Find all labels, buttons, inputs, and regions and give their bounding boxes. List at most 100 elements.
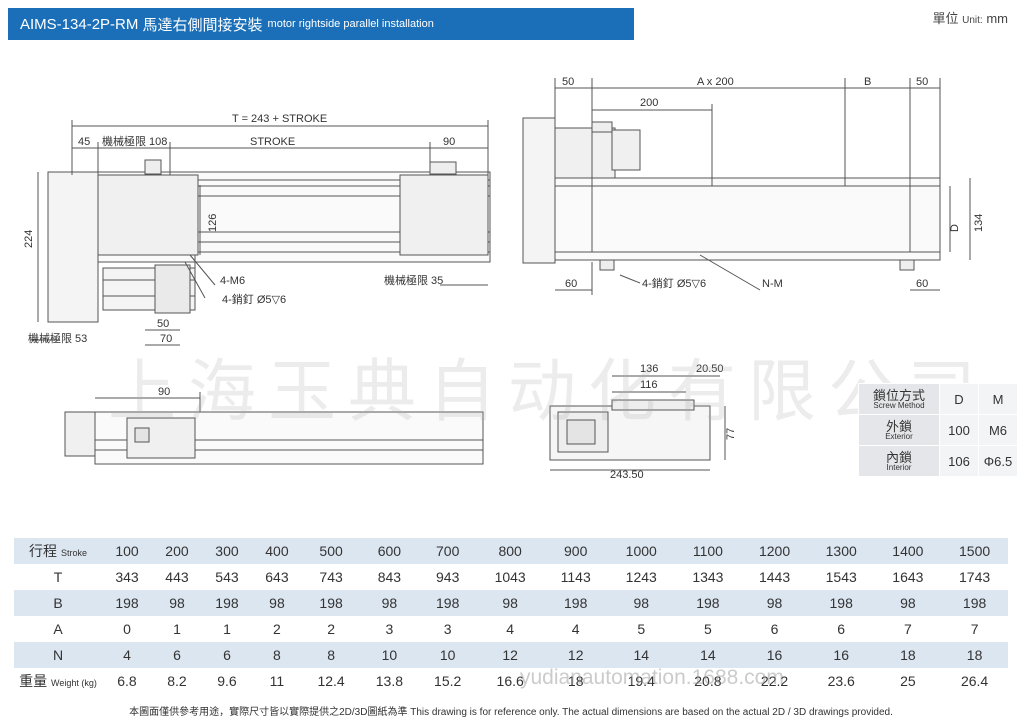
spec-cell: 198 — [102, 590, 152, 616]
spec-cell: 1043 — [476, 564, 544, 590]
spec-cell: 16 — [741, 642, 808, 668]
spec-cell: 700 — [418, 538, 477, 564]
spec-cell: 1743 — [941, 564, 1008, 590]
spec-cell: 18 — [543, 668, 608, 694]
spec-cell: 1000 — [607, 538, 675, 564]
spec-cell: 13.8 — [360, 668, 419, 694]
spec-cell: 198 — [301, 590, 361, 616]
side-view — [30, 120, 491, 346]
spec-cell: 198 — [941, 590, 1008, 616]
screw-row-interior: 內鎖 Interior — [858, 445, 940, 477]
dim-60-top-right: 60 — [916, 278, 928, 290]
spec-cell: 2 — [301, 616, 361, 642]
spec-cell: 1400 — [874, 538, 942, 564]
screw-row-en: Exterior — [885, 431, 913, 441]
spec-cell: 1 — [201, 616, 252, 642]
screw-cell-m: M6 — [978, 414, 1018, 446]
screw-row-exterior: 外鎖 Exterior — [858, 414, 940, 446]
spec-cell: 198 — [543, 590, 608, 616]
spec-cell: 18 — [941, 642, 1008, 668]
end-view — [549, 375, 726, 471]
screw-row-cn: 外鎖 — [885, 418, 912, 434]
spec-cell: 98 — [607, 590, 675, 616]
spec-row-label: T — [14, 564, 102, 590]
spec-cell: 8 — [251, 642, 302, 668]
spec-label-cn: B — [53, 595, 63, 611]
dim-50-top-left: 50 — [562, 76, 574, 88]
technical-drawing: T = 243 + STROKE STROKE 45 機械極限 108 90 2… — [23, 76, 985, 481]
spec-cell: 1343 — [674, 564, 742, 590]
spec-cell: 3 — [418, 616, 477, 642]
bottom-view — [64, 392, 484, 465]
spec-cell: 16 — [807, 642, 875, 668]
spec-cell: 15.2 — [418, 668, 477, 694]
dim-224: 224 — [23, 230, 35, 248]
spec-cell: 2 — [251, 616, 302, 642]
spec-cell: 1300 — [807, 538, 875, 564]
spec-cell: 4 — [102, 642, 152, 668]
dim-70: 70 — [160, 333, 172, 345]
dim-total-length: T = 243 + STROKE — [232, 113, 327, 125]
spec-cell: 343 — [102, 564, 152, 590]
spec-cell: 8 — [301, 642, 361, 668]
spec-cell: 14 — [607, 642, 675, 668]
spec-cell: 10 — [360, 642, 419, 668]
dim-200: 200 — [640, 97, 658, 109]
spec-cell: 22.2 — [741, 668, 808, 694]
dim-pin-top: 4-銷釘 Ø5▽6 — [642, 276, 706, 290]
spec-cell: 18 — [874, 642, 942, 668]
spec-cell: 643 — [251, 564, 302, 590]
top-view — [522, 78, 971, 295]
spec-cell: 6 — [741, 616, 808, 642]
spec-cell: 23.6 — [807, 668, 875, 694]
dim-mech-limit-108: 機械極限 108 — [102, 134, 167, 148]
dim-nm: N-M — [762, 278, 783, 290]
dim-77: 77 — [725, 428, 737, 440]
spec-cell: 3 — [360, 616, 419, 642]
spec-cell: 98 — [476, 590, 544, 616]
dim-116: 116 — [640, 379, 658, 391]
spec-cell: 5 — [607, 616, 675, 642]
unit-label: 單位 Unit: mm — [933, 8, 1009, 27]
spec-cell: 200 — [151, 538, 202, 564]
spec-cell: 0 — [102, 616, 152, 642]
screw-row-cn: 內鎖 — [885, 449, 912, 465]
spec-cell: 26.4 — [941, 668, 1008, 694]
screw-cell-d: 100 — [939, 414, 979, 446]
dim-mech-limit-53: 機械極限 53 — [28, 331, 87, 345]
spec-row-label: 行程 Stroke — [14, 538, 102, 564]
spec-cell: 98 — [151, 590, 202, 616]
screw-col-m: M — [978, 383, 1018, 415]
footer-note: 本圖面僅供參考用途，實際尺寸皆以實際提供之2D/3D圖紙為準 This draw… — [129, 707, 893, 718]
spec-row-label: B — [14, 590, 102, 616]
spec-cell: 300 — [201, 538, 252, 564]
spec-cell: 6.8 — [102, 668, 152, 694]
screw-header: 鎖位方式 Screw Method — [858, 383, 940, 415]
spec-label-cn: 重量 — [19, 673, 48, 689]
spec-label-en: Stroke — [60, 548, 87, 558]
screw-cell-d: 106 — [939, 445, 979, 477]
dim-ax200: A x 200 — [697, 76, 734, 88]
dim-mech-limit-35: 機械極限 35 — [384, 273, 443, 287]
spec-cell: 1643 — [874, 564, 942, 590]
spec-cell: 600 — [360, 538, 419, 564]
dim-90-bottom: 90 — [158, 386, 170, 398]
unit-cn: 單位 — [932, 11, 959, 26]
spec-cell: 198 — [674, 590, 742, 616]
dim-136: 136 — [640, 363, 658, 375]
spec-row-label: N — [14, 642, 102, 668]
dim-45: 45 — [78, 136, 90, 148]
spec-cell: 1543 — [807, 564, 875, 590]
spec-label-en: Weight (kg) — [51, 678, 97, 688]
screw-col-d: D — [939, 383, 979, 415]
spec-cell: 12 — [476, 642, 544, 668]
spec-cell: 1200 — [741, 538, 808, 564]
model-name: AIMS-134-2P-RM — [20, 15, 139, 33]
